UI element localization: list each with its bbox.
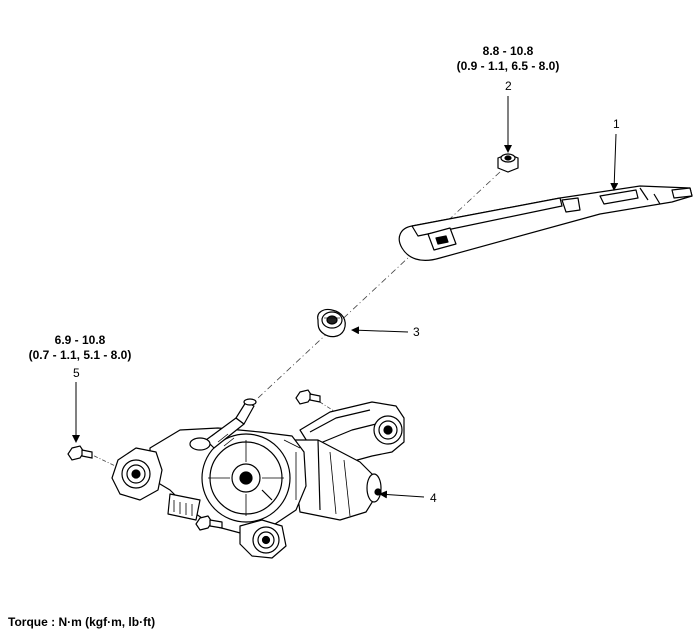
torque-label-5-alt: (0.7 - 1.1, 5.1 - 8.0) [28,348,132,362]
assembly-axis-line [257,171,501,399]
torque-label-5-value: 6.9 - 10.8 [54,333,106,347]
callout-1: 1 [613,117,620,131]
leader-arrow-3 [351,326,409,335]
bolt-upper-part [295,389,321,405]
callout-2: 2 [505,79,512,93]
torque-unit-note: Torque : N·m (kgf·m, lb·ft) [8,615,156,629]
cap-part-3 [317,308,346,338]
nut-part-2 [497,153,519,173]
torque-label-2-alt: (0.9 - 1.1, 6.5 - 8.0) [456,59,560,73]
bolt-part-5 [67,445,93,461]
callout-3: 3 [413,325,420,339]
leader-arrow-4 [379,490,425,499]
callout-4: 4 [430,491,437,505]
wiper-motor-part-4 [111,398,405,559]
callout-5: 5 [73,366,80,380]
wiper-arm-part [398,185,693,261]
torque-label-2-value: 8.8 - 10.8 [482,44,534,58]
leader-arrow-1 [610,133,619,191]
